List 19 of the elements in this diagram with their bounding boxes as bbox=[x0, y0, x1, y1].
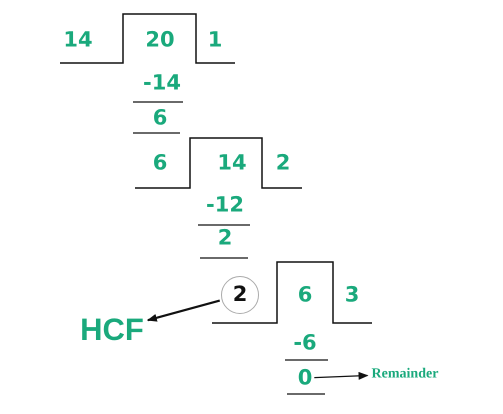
number-text: 2 bbox=[218, 226, 232, 250]
number-text: 20 bbox=[145, 28, 175, 52]
number-text: -14 bbox=[143, 71, 181, 95]
number-text: 14 bbox=[217, 151, 247, 175]
number-text: 6 bbox=[298, 283, 312, 307]
number-text: -6 bbox=[293, 331, 317, 355]
arrow bbox=[146, 299, 220, 322]
remainder-value: 0 bbox=[298, 366, 312, 390]
arrow bbox=[314, 372, 369, 380]
number-text: 14 bbox=[63, 28, 93, 52]
number-text: -12 bbox=[206, 193, 244, 217]
number-text: 1 bbox=[208, 28, 222, 52]
result-text: HCF bbox=[80, 312, 144, 348]
number-text: 2 bbox=[276, 151, 290, 175]
circled-number: 2 bbox=[221, 276, 259, 314]
number-text: 6 bbox=[152, 151, 168, 175]
number-text: 3 bbox=[344, 283, 360, 307]
number-text: 6 bbox=[152, 106, 168, 130]
annotation-text: Remainder bbox=[372, 366, 438, 382]
